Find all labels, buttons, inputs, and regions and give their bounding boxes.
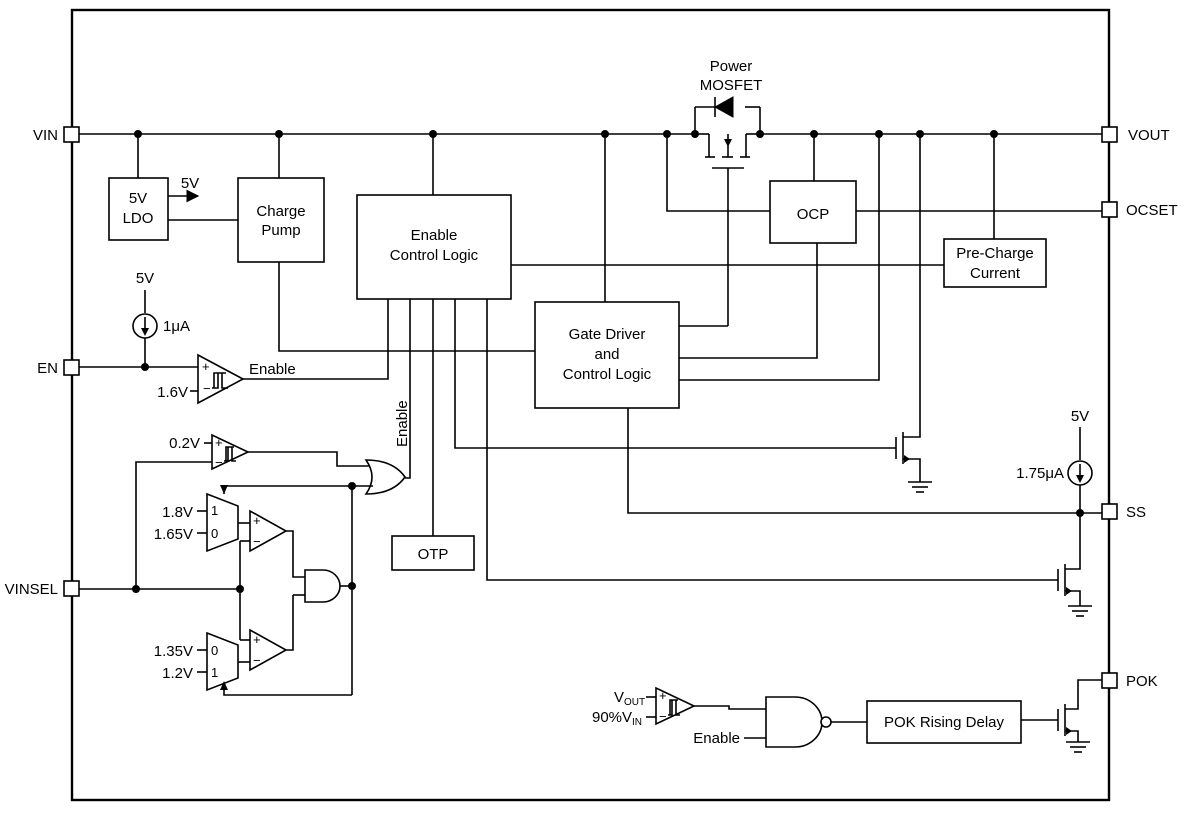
vout-discharge-fet [454, 134, 932, 493]
power-bus [79, 130, 1102, 138]
svg-text:+: + [659, 688, 667, 703]
ldo-out-label: 5V [181, 175, 199, 192]
pin-pok-label: POK [1126, 673, 1158, 690]
pin-pok: POK [1101, 672, 1158, 690]
pin-vin-label: VIN [33, 127, 58, 144]
en-current-label: 1μA [163, 318, 190, 335]
precharge-block: Pre-Charge Current [943, 134, 1047, 288]
charge-pump-block: Charge Pump [237, 134, 535, 352]
enable-logic-line1: Enable [411, 227, 458, 244]
charge-pump-line1: Charge [256, 203, 305, 220]
ss-circuit: 5V 1.75μA [486, 299, 1093, 617]
en-supply-label: 5V [136, 270, 154, 287]
pin-en: EN [37, 359, 80, 377]
svg-text:+: + [253, 632, 261, 647]
ldo-line2: LDO [123, 210, 154, 227]
svg-text:+: + [253, 513, 261, 528]
gate-driver-line2: and [594, 346, 619, 363]
mux1-in0-label: 1.65V [154, 526, 193, 543]
ldo-block: 5V LDO 5V [108, 134, 238, 241]
ocp-block: OCP [666, 134, 1102, 244]
mux2-sel0: 0 [211, 643, 218, 658]
svg-text:−: − [215, 455, 223, 470]
power-mosfet: Power MOSFET [691, 58, 764, 326]
enable-logic-line2: Control Logic [390, 247, 479, 264]
precharge-line1: Pre-Charge [956, 245, 1034, 262]
precharge-line2: Current [970, 265, 1021, 282]
pin-vout-label: VOUT [1128, 127, 1170, 144]
pin-ss: SS [1101, 503, 1146, 521]
ldo-line1: 5V [129, 190, 147, 207]
svg-text:−: − [253, 653, 261, 668]
vinsel-thresh-label: 0.2V [169, 435, 200, 452]
enable-signal-label: Enable [249, 361, 296, 378]
charge-pump-line2: Pump [261, 222, 300, 239]
gate-driver-block: Gate Driver and Control Logic [534, 134, 1102, 514]
pok-vin-label: 90%VIN [592, 709, 642, 728]
vinsel-circuit: Enable + − 0.2V 1 0 1.8V 1.65V + − [79, 299, 411, 696]
chip-outline [70, 8, 1111, 802]
en-circuit: 5V 1μA + − 1.6V Enable [79, 270, 389, 405]
otp-block: OTP [391, 299, 475, 571]
ss-current-label: 1.75μA [1016, 465, 1064, 482]
pok-delay-label: POK Rising Delay [884, 714, 1005, 731]
pin-vin: VIN [33, 126, 80, 144]
mux2-in0-label: 1.35V [154, 643, 193, 660]
pin-en-label: EN [37, 360, 58, 377]
mosfet-label-line1: Power [710, 58, 753, 75]
pin-vinsel: VINSEL [5, 580, 80, 598]
mux1-sel1: 1 [211, 503, 218, 518]
pin-vinsel-label: VINSEL [5, 581, 58, 598]
pin-ss-label: SS [1126, 504, 1146, 521]
pin-ocset: OCSET [1101, 201, 1178, 219]
svg-text:−: − [203, 381, 211, 396]
svg-text:−: − [253, 534, 261, 549]
svg-text:+: + [215, 435, 223, 450]
mux2-sel1: 1 [211, 665, 218, 680]
pok-enable-label: Enable [693, 730, 740, 747]
ocp-label: OCP [797, 206, 830, 223]
pin-ocset-label: OCSET [1126, 202, 1178, 219]
ss-supply-label: 5V [1071, 408, 1089, 425]
enable-vertical-label: Enable [394, 400, 411, 447]
en-threshold-label: 1.6V [157, 384, 188, 401]
svg-text:−: − [659, 709, 667, 724]
pin-vout: VOUT [1101, 126, 1170, 144]
pok-circuit: + − VOUT 90%VIN Enable POK Rising Delay [592, 679, 1102, 753]
mux2-in1-label: 1.2V [162, 665, 193, 682]
mux1-in1-label: 1.8V [162, 504, 193, 521]
gate-driver-line1: Gate Driver [569, 326, 646, 343]
mux1-sel0: 0 [211, 526, 218, 541]
gate-driver-line3: Control Logic [563, 366, 652, 383]
svg-text:+: + [202, 359, 210, 374]
pok-vout-label: VOUT [614, 689, 645, 708]
otp-label: OTP [418, 546, 449, 563]
mosfet-label-line2: MOSFET [700, 77, 763, 94]
enable-control-logic-block: Enable Control Logic [356, 134, 944, 300]
